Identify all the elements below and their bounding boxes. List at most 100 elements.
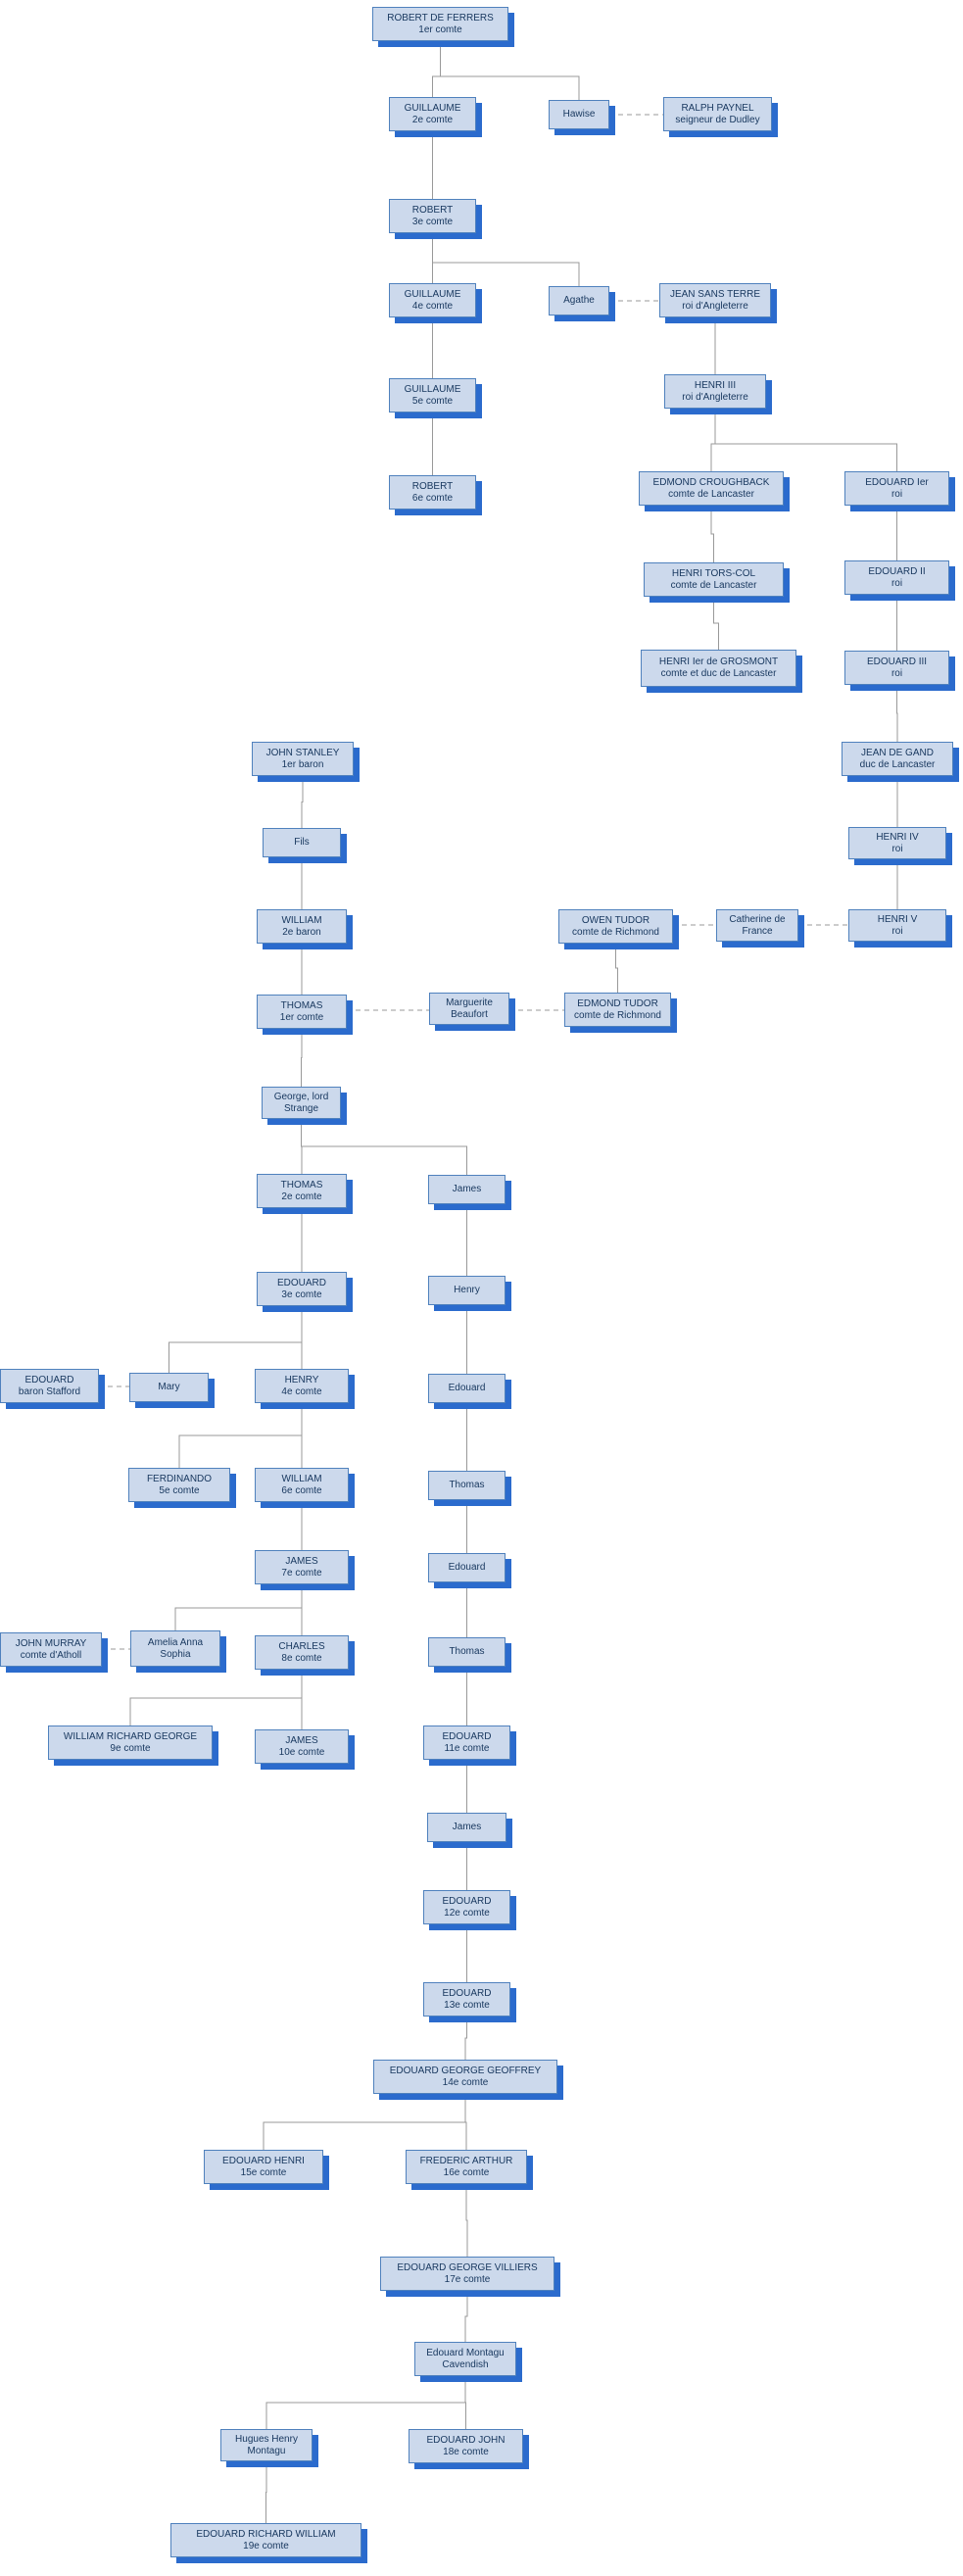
person-name: EDOUARD: [276, 1277, 326, 1288]
person-name: EDOUARD: [442, 1895, 492, 1907]
person-title: 10e comte: [278, 1746, 325, 1758]
person-name: HENRI III: [694, 379, 737, 391]
person-name: Edouard: [448, 1562, 486, 1573]
person-name: GUILLAUME: [404, 102, 461, 114]
person-name: JOHN MURRAY: [15, 1637, 87, 1649]
person-node-james-a: James: [428, 1175, 506, 1204]
person-title: 2e comte: [411, 114, 454, 125]
person-name: Mary: [158, 1382, 180, 1392]
person-name: Agathe: [563, 295, 595, 306]
person-name: HENRI TORS-COL: [671, 567, 756, 579]
edge-owen-edtudor: [615, 944, 618, 993]
person-title: 6e comte: [281, 1484, 322, 1496]
person-name: ROBERT DE FERRERS: [387, 12, 494, 24]
person-name: THOMAS: [280, 999, 323, 1011]
person-node-fils: Fils: [263, 828, 341, 857]
edge-torscol-grosmont: [713, 597, 719, 650]
person-title: 6e comte: [411, 492, 454, 504]
person-title: Strange: [283, 1102, 319, 1114]
person-name: GUILLAUME: [404, 288, 461, 300]
person-name: JAMES: [285, 1555, 318, 1567]
person-name: EDOUARD Ier: [865, 476, 929, 488]
person-title: seigneur de Dudley: [675, 114, 760, 125]
person-title: 19e comte: [243, 2540, 289, 2552]
person-title: 4e comte: [281, 1385, 322, 1397]
person-name: EDOUARD RICHARD WILLIAM: [196, 2528, 336, 2540]
person-name: Catherine de: [729, 913, 786, 925]
person-name: HENRI Ier de GROSMONT: [658, 656, 779, 667]
person-name: George, lord: [273, 1091, 329, 1102]
person-title: comte de Lancaster: [668, 488, 754, 500]
person-name: EDOUARD GEORGE GEOFFREY: [389, 2065, 542, 2076]
person-title: roi: [891, 925, 903, 937]
person-name: Thomas: [449, 1480, 485, 1490]
person-node-mary: Mary: [129, 1373, 209, 1402]
person-name: JAMES: [285, 1734, 318, 1746]
person-title: roi d'Angleterre: [682, 391, 748, 403]
edge-r3-agathe: [432, 233, 580, 286]
person-title: Sophia: [160, 1648, 191, 1660]
person-title: 14e comte: [442, 2076, 489, 2088]
person-title: Montagu: [247, 2445, 286, 2456]
person-name: FERDINANDO: [146, 1473, 213, 1484]
person-title: baron Stafford: [18, 1385, 81, 1397]
person-title: 4e comte: [411, 300, 454, 312]
person-title: 2e baron: [282, 926, 321, 938]
person-title: France: [742, 925, 773, 937]
person-name: Edouard Montagu: [426, 2347, 505, 2358]
person-name: EDOUARD JOHN: [426, 2434, 506, 2446]
person-title: 3e comte: [411, 216, 454, 227]
person-title: roi: [891, 843, 903, 854]
person-node-hawise: Hawise: [549, 100, 609, 129]
person-name: EDMOND CROUGHBACK: [652, 476, 770, 488]
person-title: roi: [891, 577, 903, 589]
person-node-thomas-b: Thomas: [428, 1637, 506, 1667]
person-name: James: [452, 1184, 482, 1194]
edge-fa16-egv17: [465, 2184, 468, 2257]
person-name: THOMAS: [280, 1179, 323, 1191]
person-title: Cavendish: [442, 2358, 489, 2370]
person-name: EDOUARD: [24, 1374, 74, 1385]
person-name: Fils: [294, 837, 310, 848]
person-title: roi d'Angleterre: [682, 300, 748, 312]
person-name: OWEN TUDOR: [581, 914, 650, 926]
person-title: 1er comte: [279, 1011, 324, 1023]
person-title: roi: [891, 488, 903, 500]
person-title: 5e comte: [159, 1484, 200, 1496]
person-title: 7e comte: [281, 1567, 322, 1579]
person-name: WILLIAM: [281, 1473, 322, 1484]
person-name: HENRI IV: [876, 831, 919, 843]
person-name: JEAN SANS TERRE: [669, 288, 761, 300]
person-name: EDOUARD II: [868, 565, 926, 577]
person-name: EDOUARD HENRI: [222, 2155, 305, 2166]
person-name: Marguerite: [446, 996, 493, 1008]
edge-js-fils: [301, 776, 304, 828]
person-title: 13e comte: [444, 1999, 490, 2011]
person-name: WILLIAM: [281, 914, 322, 926]
edge-egv17-emc: [464, 2291, 468, 2342]
person-name: JOHN STANLEY: [265, 747, 340, 758]
